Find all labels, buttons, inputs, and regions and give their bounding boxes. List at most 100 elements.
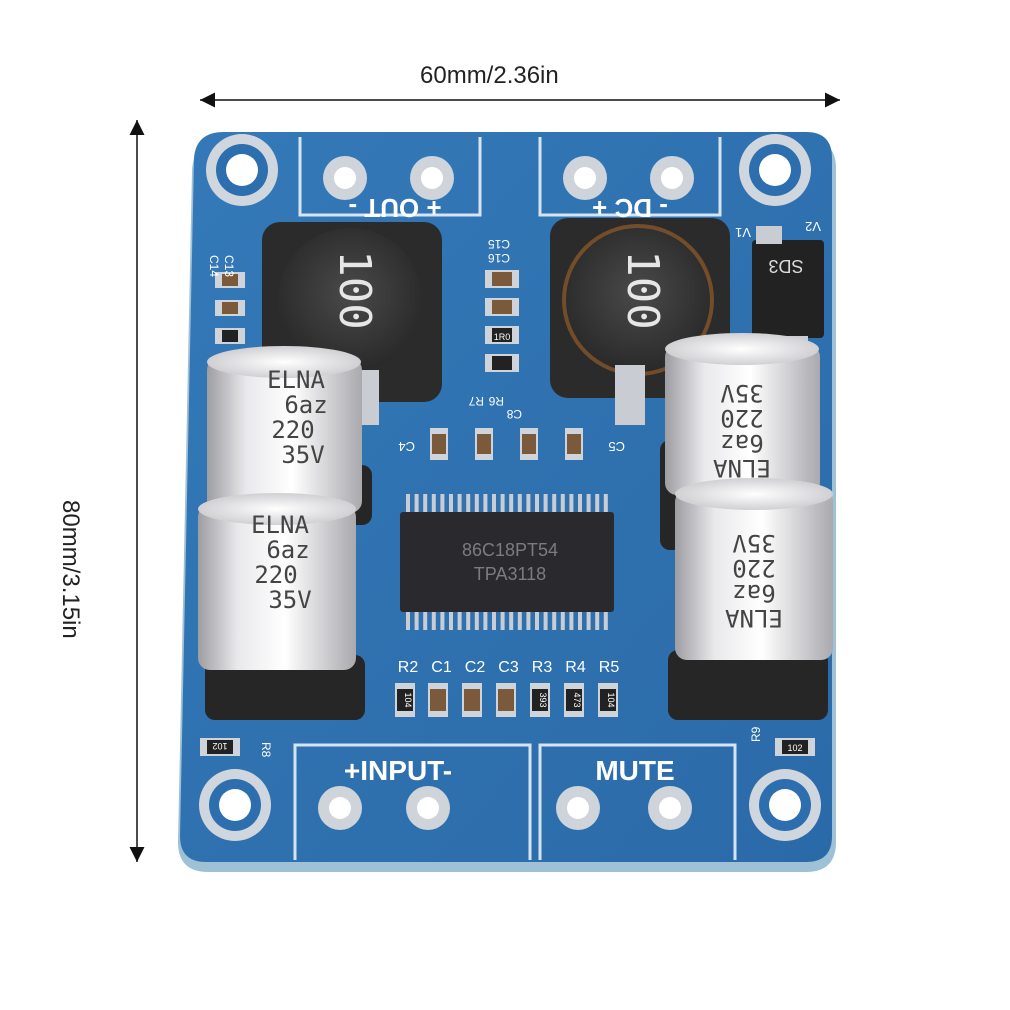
component-label: R5: [599, 659, 620, 676]
terminal-pads: [318, 156, 694, 830]
chip-line2: TPA3118: [474, 564, 546, 584]
cap-tl-series: 6az: [284, 391, 327, 419]
chip-pin: [578, 494, 582, 512]
input-pad-plus: [318, 786, 362, 830]
label-r6: R6: [488, 394, 504, 408]
chip-pin: [423, 612, 428, 630]
chip-pin: [483, 494, 488, 512]
capacitor-bottom-left: ELNA 6az 220 35V: [198, 493, 356, 670]
resistor-104b: 104: [606, 692, 616, 707]
chip-pin: [440, 494, 445, 512]
smd-corner-left: 102: [200, 738, 240, 756]
chip-pin: [449, 494, 453, 512]
resistor-393: 393: [538, 692, 548, 707]
chip-pin: [449, 612, 453, 630]
chip-pin: [457, 612, 462, 630]
chip-pin: [423, 494, 428, 512]
label-v1: V1: [735, 225, 751, 240]
label-v2: V2: [805, 219, 821, 234]
label-r8: R8: [259, 742, 273, 758]
chip-pin: [535, 612, 539, 630]
chip-pin: [603, 494, 608, 512]
chip-pin: [543, 612, 548, 630]
smd-row-bottom: [395, 683, 618, 717]
chip-pin: [509, 494, 514, 512]
chip-pin: [526, 612, 531, 630]
chip-pin: [578, 612, 582, 630]
chip-pin: [543, 494, 548, 512]
smd-left-column: [215, 272, 245, 344]
chip-pin: [586, 494, 591, 512]
input-label: +INPUT-: [344, 755, 452, 786]
capacitor-bottom-right: ELNA 6az 220 35V: [675, 478, 833, 660]
chip-pins-bottom: [406, 612, 608, 630]
label-c16: C16: [488, 251, 510, 265]
chip-pin: [552, 612, 557, 630]
chip-pin: [595, 494, 600, 512]
chip-pin: [560, 494, 565, 512]
chip-pin: [603, 612, 608, 630]
dc-pad-plus: [650, 156, 694, 200]
chip-pin: [595, 612, 600, 630]
capacitor-top-right: ELNA 6az 220 35V: [665, 333, 820, 495]
cap-tr-brand: ELNA: [713, 454, 771, 482]
cap-br-voltage: 35V: [732, 529, 775, 557]
chip-pin: [500, 612, 505, 630]
chip-pin: [474, 612, 479, 630]
label-c8: C8: [506, 407, 522, 421]
diode-sd3: SD3: [752, 226, 824, 352]
mute-pad-2: [648, 786, 692, 830]
cap-br-brand: ELNA: [725, 604, 783, 632]
cap-tr-value: 220: [720, 404, 763, 432]
mounting-hole-br: [749, 769, 821, 841]
component-label: C1: [431, 659, 452, 676]
chip-pin: [414, 494, 419, 512]
chip-pin: [474, 494, 479, 512]
label-c15: C15: [488, 237, 510, 251]
input-pad-minus: [406, 786, 450, 830]
cap-bl-voltage: 35V: [268, 586, 311, 614]
chip-pin: [431, 612, 436, 630]
component-label: C3: [498, 659, 519, 676]
chip-pin: [406, 494, 410, 512]
chip-pin: [509, 612, 514, 630]
resistor-102-left: 102: [212, 741, 227, 751]
chip-pin: [414, 612, 419, 630]
out-label: + OUT -: [348, 193, 441, 223]
cap-br-value: 220: [732, 554, 775, 582]
dc-pad-minus: [563, 156, 607, 200]
resistor-102-right: 102: [787, 743, 802, 753]
inductor-left-marking: 100: [329, 250, 380, 329]
inductor-right-marking: 100: [617, 250, 668, 329]
label-c4: C4: [398, 439, 415, 454]
mounting-holes: [199, 134, 821, 841]
label-c14: C14: [207, 255, 221, 277]
label-c5: C5: [608, 439, 625, 454]
chip-pin: [440, 612, 445, 630]
chip-pin: [517, 494, 522, 512]
cap-tl-brand: ELNA: [267, 366, 325, 394]
label-r9: R9: [749, 726, 763, 742]
mounting-hole-tl: [206, 134, 278, 206]
amplifier-chip: 86C18PT54 TPA3118: [400, 494, 614, 630]
resistor-1r0: 1R0: [494, 332, 511, 342]
mounting-hole-tr: [739, 134, 811, 206]
out-pad-minus: [410, 156, 454, 200]
chip-pin: [500, 494, 505, 512]
chip-pin: [457, 494, 462, 512]
chip-pins-top: [406, 494, 608, 512]
cap-bl-series: 6az: [266, 536, 309, 564]
capacitor-top-left: ELNA 6az 220 35V: [207, 346, 362, 513]
mute-pad-1: [556, 786, 600, 830]
diode-marking: SD3: [768, 256, 803, 276]
chip-pin: [560, 612, 565, 630]
cap-bl-value: 220: [254, 561, 297, 589]
cap-bl-brand: ELNA: [251, 511, 309, 539]
chip-pin: [483, 612, 488, 630]
smd-center-column: [485, 270, 519, 372]
chip-pin: [535, 494, 539, 512]
resistor-104: 104: [403, 692, 413, 707]
